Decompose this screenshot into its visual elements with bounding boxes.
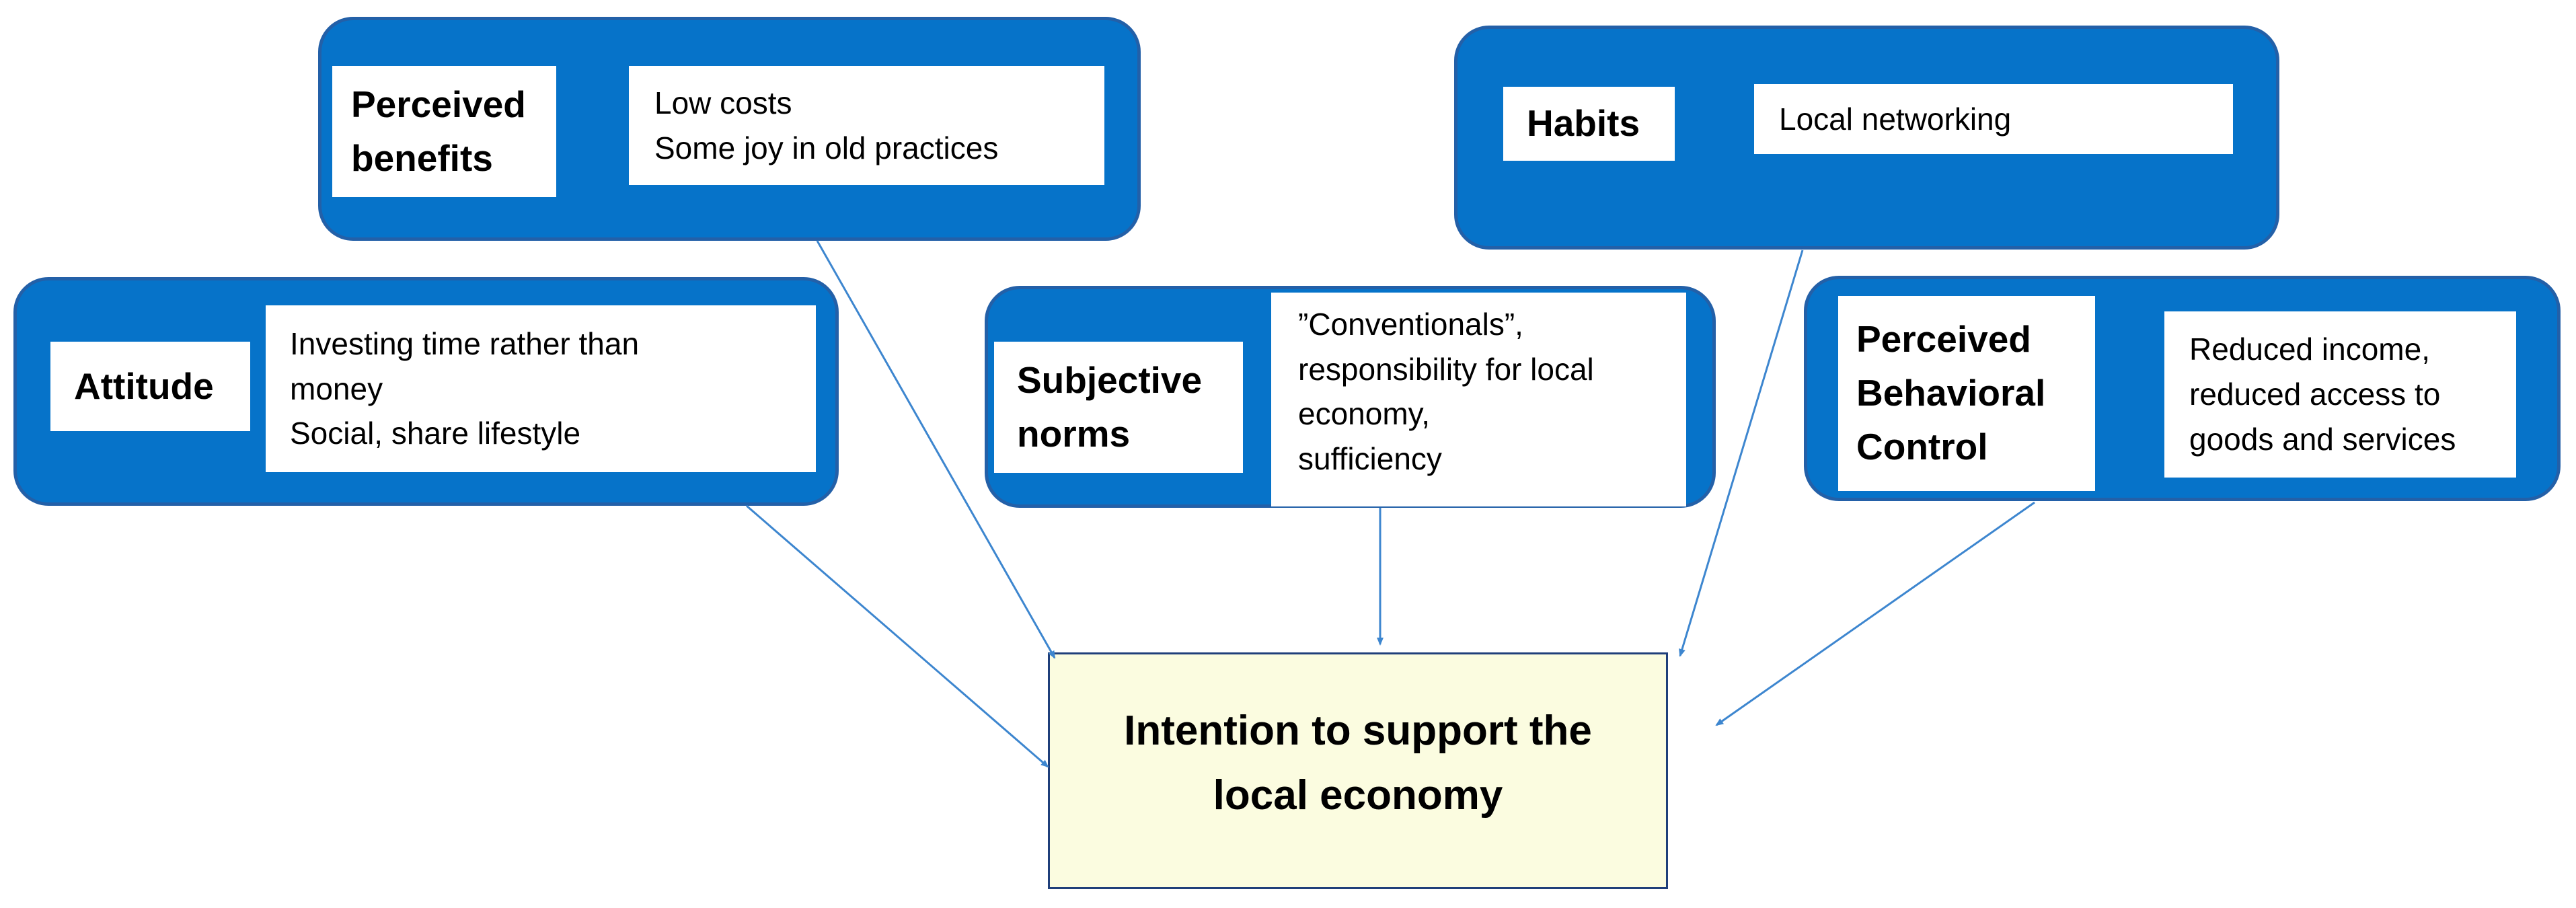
perceived-benefits-label-line: benefits bbox=[351, 137, 493, 179]
intention-target-line: Intention to support the bbox=[1124, 707, 1592, 754]
attitude-label: Attitude bbox=[50, 342, 250, 431]
subjective-norms-text-line: responsibility for local bbox=[1298, 351, 1594, 387]
habits-label: Habits bbox=[1503, 87, 1675, 161]
subjective-norms-label-line: Subjective bbox=[1017, 358, 1203, 401]
habits-text: Local networking bbox=[1754, 84, 2233, 154]
subjective-norms-text: ”Conventionals”, responsibility for loca… bbox=[1271, 293, 1686, 506]
pbc-label-line: Control bbox=[1856, 425, 1988, 467]
pbc-text-line: reduced access to bbox=[2189, 377, 2441, 412]
arrow-attitude bbox=[746, 504, 1049, 768]
habits-label-line: Habits bbox=[1527, 102, 1640, 145]
perceived-benefits-text-line: Some joy in old practices bbox=[654, 130, 999, 165]
attitude-text: Investing time rather than money Social,… bbox=[266, 305, 816, 472]
subjective-norms-text-line: ”Conventionals”, bbox=[1298, 307, 1523, 342]
subjective-norms-text-line: economy, bbox=[1298, 396, 1431, 432]
arrow-pbc bbox=[1715, 501, 2035, 726]
arrow-perceived-benefits bbox=[816, 240, 1056, 659]
attitude-text-line: Investing time rather than bbox=[290, 326, 640, 361]
pbc-text-line: goods and services bbox=[2189, 421, 2456, 457]
pbc-label-line: Behavioral bbox=[1856, 372, 2046, 414]
perceived-benefits-text-line: Low costs bbox=[654, 85, 792, 120]
arrow-habits bbox=[1679, 250, 1804, 657]
pbc-text: Reduced income, reduced access to goods … bbox=[2164, 311, 2516, 478]
perceived-benefits-label: Perceived benefits bbox=[332, 66, 556, 197]
attitude-text-line: money bbox=[290, 371, 383, 406]
pbc-text-line: Reduced income, bbox=[2189, 332, 2430, 367]
subjective-norms-label: Subjective norms bbox=[994, 342, 1243, 473]
intention-target-box: Intention to support the local economy bbox=[1048, 652, 1668, 889]
intention-target-line: local economy bbox=[1213, 772, 1503, 819]
subjective-norms-label-line: norms bbox=[1017, 412, 1131, 455]
pbc-label: Perceived Behavioral Control bbox=[1838, 296, 2095, 491]
attitude-text-line: Social, share lifestyle bbox=[290, 416, 581, 451]
habits-text-line: Local networking bbox=[1779, 101, 2012, 137]
subjective-norms-text-line: sufficiency bbox=[1298, 441, 1442, 477]
perceived-benefits-label-line: Perceived bbox=[351, 83, 526, 125]
perceived-benefits-text: Low costs Some joy in old practices bbox=[629, 66, 1104, 185]
attitude-label-line: Attitude bbox=[74, 365, 214, 407]
pbc-label-line: Perceived bbox=[1856, 318, 2031, 361]
